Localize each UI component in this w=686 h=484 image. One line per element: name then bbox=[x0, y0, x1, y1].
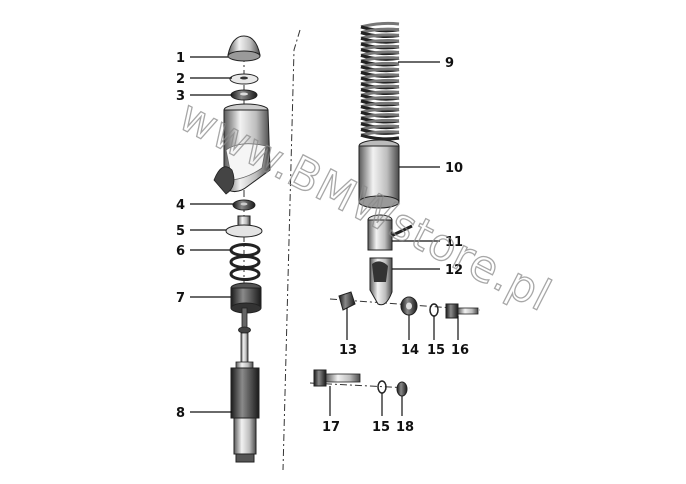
part-washer-15 bbox=[429, 303, 439, 317]
callout-10: 10 bbox=[445, 161, 463, 176]
part-stop-5 bbox=[225, 215, 263, 238]
part-rings-6 bbox=[229, 243, 261, 281]
part-bushing-4 bbox=[232, 199, 256, 211]
part-rubber-bush-14 bbox=[400, 296, 418, 316]
leader-lines bbox=[190, 56, 459, 416]
callout-15b: 15 bbox=[372, 420, 390, 435]
callout-4: 4 bbox=[176, 198, 185, 213]
part-spring-cover-10 bbox=[358, 139, 400, 209]
callout-2: 2 bbox=[176, 72, 185, 87]
part-shock-absorber-8 bbox=[230, 307, 260, 463]
callout-3: 3 bbox=[176, 89, 185, 104]
spring-coil-back bbox=[360, 21, 400, 29]
callout-labels: 1 2 3 4 5 6 7 8 9 10 11 12 13 14 15 16 1… bbox=[176, 51, 469, 435]
part-nut-13 bbox=[338, 291, 356, 311]
callout-13: 13 bbox=[339, 343, 357, 358]
spring-coil-front bbox=[360, 133, 400, 141]
part-bolt-16 bbox=[445, 303, 479, 319]
callout-18: 18 bbox=[396, 420, 414, 435]
part-washer-2 bbox=[229, 73, 259, 85]
callout-1: 1 bbox=[176, 51, 185, 66]
part-washer-15b bbox=[377, 380, 387, 394]
callout-11: 11 bbox=[445, 235, 463, 250]
callout-8: 8 bbox=[176, 406, 185, 421]
part-cap bbox=[227, 35, 261, 62]
callout-5: 5 bbox=[176, 224, 185, 239]
part-eye-fork-12 bbox=[369, 257, 393, 306]
callout-15: 15 bbox=[427, 343, 445, 358]
callout-6: 6 bbox=[176, 244, 185, 259]
callout-16: 16 bbox=[451, 343, 469, 358]
callout-17: 17 bbox=[322, 420, 340, 435]
part-spring-seat-11 bbox=[367, 214, 413, 251]
callout-9: 9 bbox=[445, 56, 454, 71]
callout-12: 12 bbox=[445, 263, 463, 278]
callout-14: 14 bbox=[401, 343, 419, 358]
part-coil-spring-9 bbox=[360, 21, 400, 141]
part-nut-18 bbox=[396, 381, 408, 397]
part-nut-3 bbox=[230, 89, 258, 101]
callout-7: 7 bbox=[176, 291, 185, 306]
part-protective-sleeve bbox=[213, 103, 271, 195]
part-bolt-17 bbox=[313, 369, 361, 387]
